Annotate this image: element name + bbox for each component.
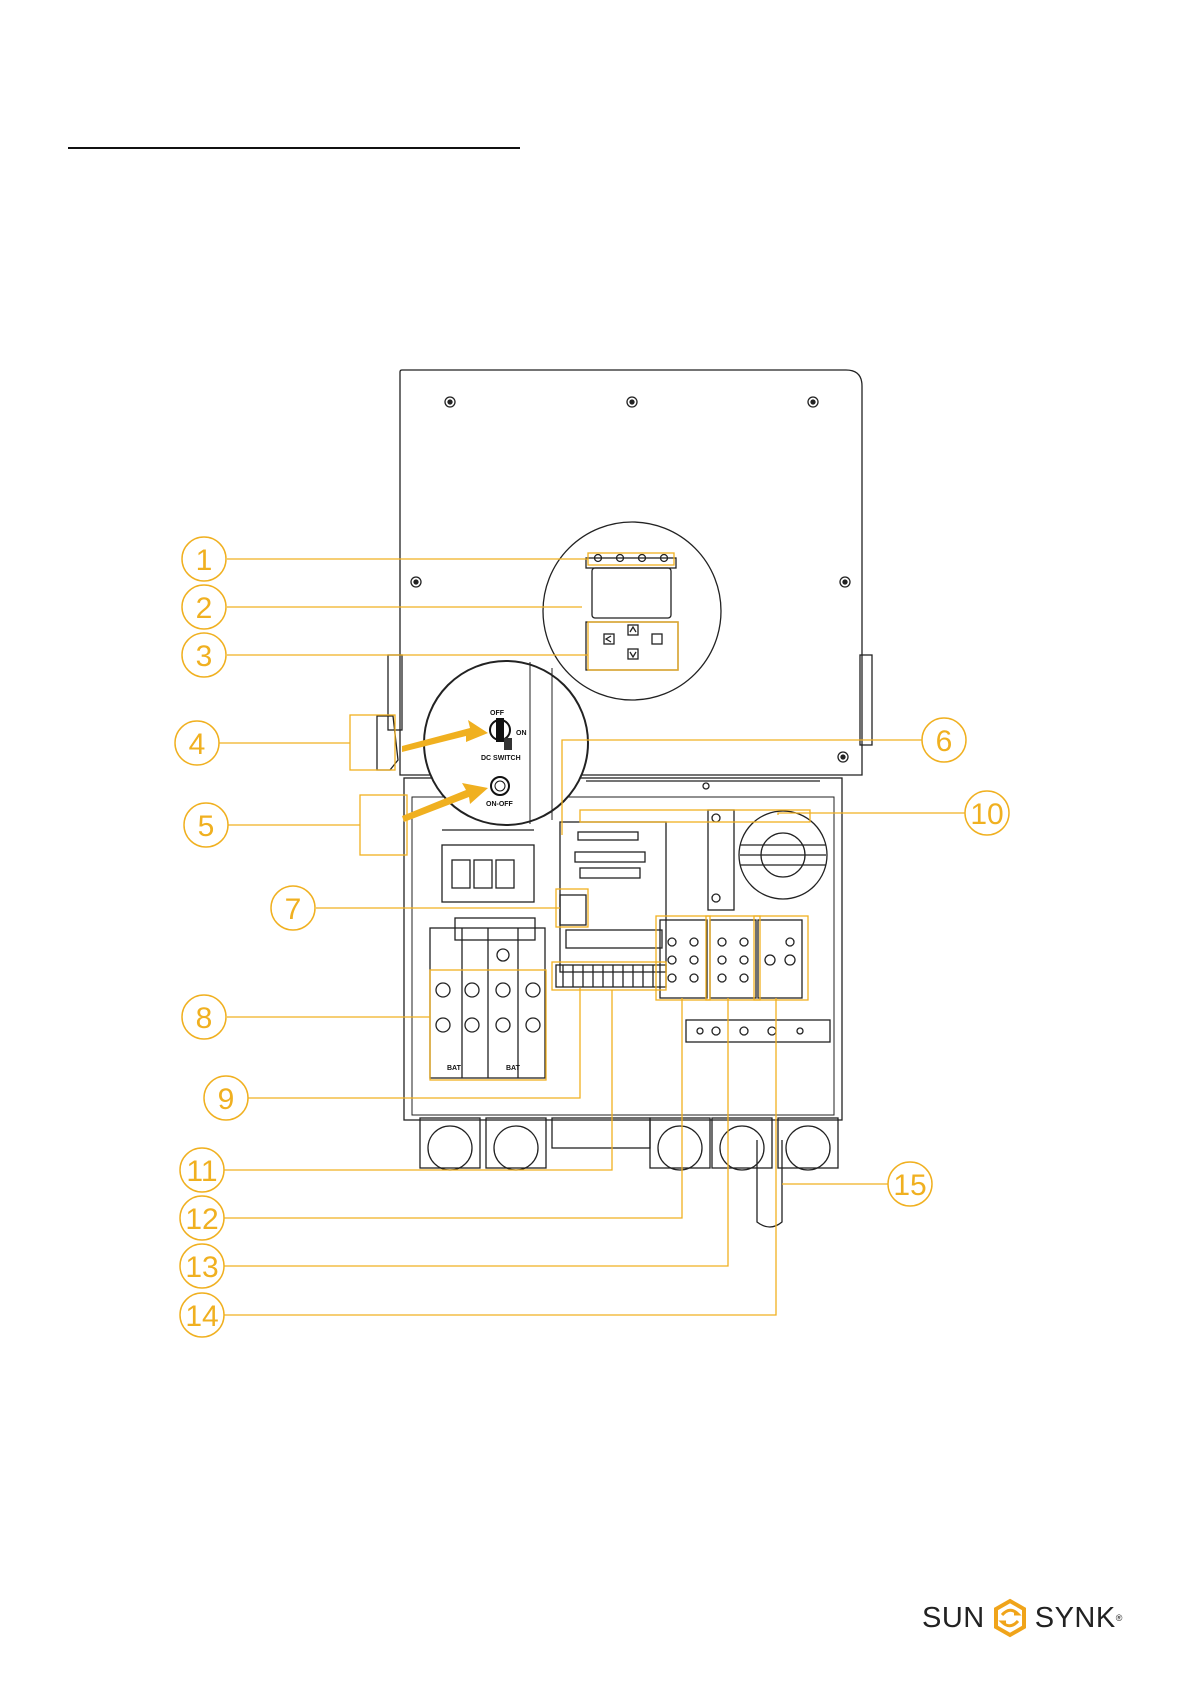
- callout-2: 2: [182, 585, 226, 629]
- svg-text:9: 9: [218, 1083, 235, 1116]
- callout-circles: 1 2 3 4 5 6 7 8 9 10 11 12 13 14 15: [175, 537, 1009, 1337]
- svg-text:14: 14: [185, 1300, 218, 1333]
- callout-12: 12: [180, 1196, 224, 1240]
- rj45-ports: [560, 895, 586, 925]
- switch-off-label: OFF: [490, 710, 505, 717]
- load-terminal: [710, 920, 756, 998]
- control-board: [560, 822, 666, 972]
- sunsynk-logo: SUN SYNK®: [922, 1598, 1123, 1638]
- dc-switch-zoom: OFF ON DC SWITCH ON-OFF: [402, 661, 588, 825]
- display-bezel: [543, 522, 721, 700]
- grid-terminal: [660, 920, 707, 998]
- svg-text:1: 1: [196, 544, 213, 577]
- svg-text:5: 5: [198, 810, 215, 843]
- svg-text:2: 2: [196, 592, 213, 625]
- sunsynk-swirl-icon: [990, 1598, 1030, 1638]
- callout-6: 6: [922, 718, 966, 762]
- callout-4: 4: [175, 721, 219, 765]
- power-button-label: ON-OFF: [486, 801, 514, 808]
- switch-on-label: ON: [516, 730, 527, 737]
- bat-left-label: BAT: [447, 1065, 462, 1072]
- callout-1: 1: [182, 537, 226, 581]
- dc-switch-lever-icon: [496, 718, 504, 742]
- ground-bar: [686, 1020, 830, 1042]
- svg-text:12: 12: [185, 1203, 218, 1236]
- logo-text-sun: SUN: [922, 1602, 985, 1635]
- svg-text:10: 10: [970, 798, 1003, 831]
- registered-mark: ®: [1116, 1613, 1123, 1623]
- svg-text:15: 15: [893, 1169, 926, 1202]
- callout-3: 3: [182, 633, 226, 677]
- dc-switch-label: DC SWITCH: [481, 755, 521, 762]
- callout-7: 7: [271, 886, 315, 930]
- callout-9: 9: [204, 1076, 248, 1120]
- bat-right-label: BAT: [506, 1065, 521, 1072]
- svg-text:11: 11: [186, 1155, 217, 1188]
- callout-15: 15: [888, 1162, 932, 1206]
- ac-breakers: [442, 845, 534, 902]
- callout-11: 11: [180, 1148, 224, 1192]
- cable-glands: [420, 1118, 838, 1170]
- callout-10: 10: [965, 791, 1009, 835]
- logo-text-synk: SYNK: [1035, 1602, 1116, 1635]
- lcd-screen: [592, 568, 671, 618]
- relay-module: [708, 810, 734, 910]
- callout-14: 14: [180, 1293, 224, 1337]
- callout-13: 13: [180, 1244, 224, 1288]
- svg-text:3: 3: [196, 640, 213, 673]
- led-strip: [586, 558, 676, 568]
- svg-text:4: 4: [189, 728, 206, 761]
- callout-5: 5: [184, 803, 228, 847]
- svg-text:7: 7: [285, 893, 302, 926]
- signal-connector: [566, 930, 662, 948]
- callout-8: 8: [182, 995, 226, 1039]
- svg-text:8: 8: [196, 1002, 213, 1035]
- callout-leaders: [219, 553, 965, 1315]
- svg-text:6: 6: [936, 725, 953, 758]
- svg-text:13: 13: [185, 1251, 218, 1284]
- enter-key: [652, 634, 662, 644]
